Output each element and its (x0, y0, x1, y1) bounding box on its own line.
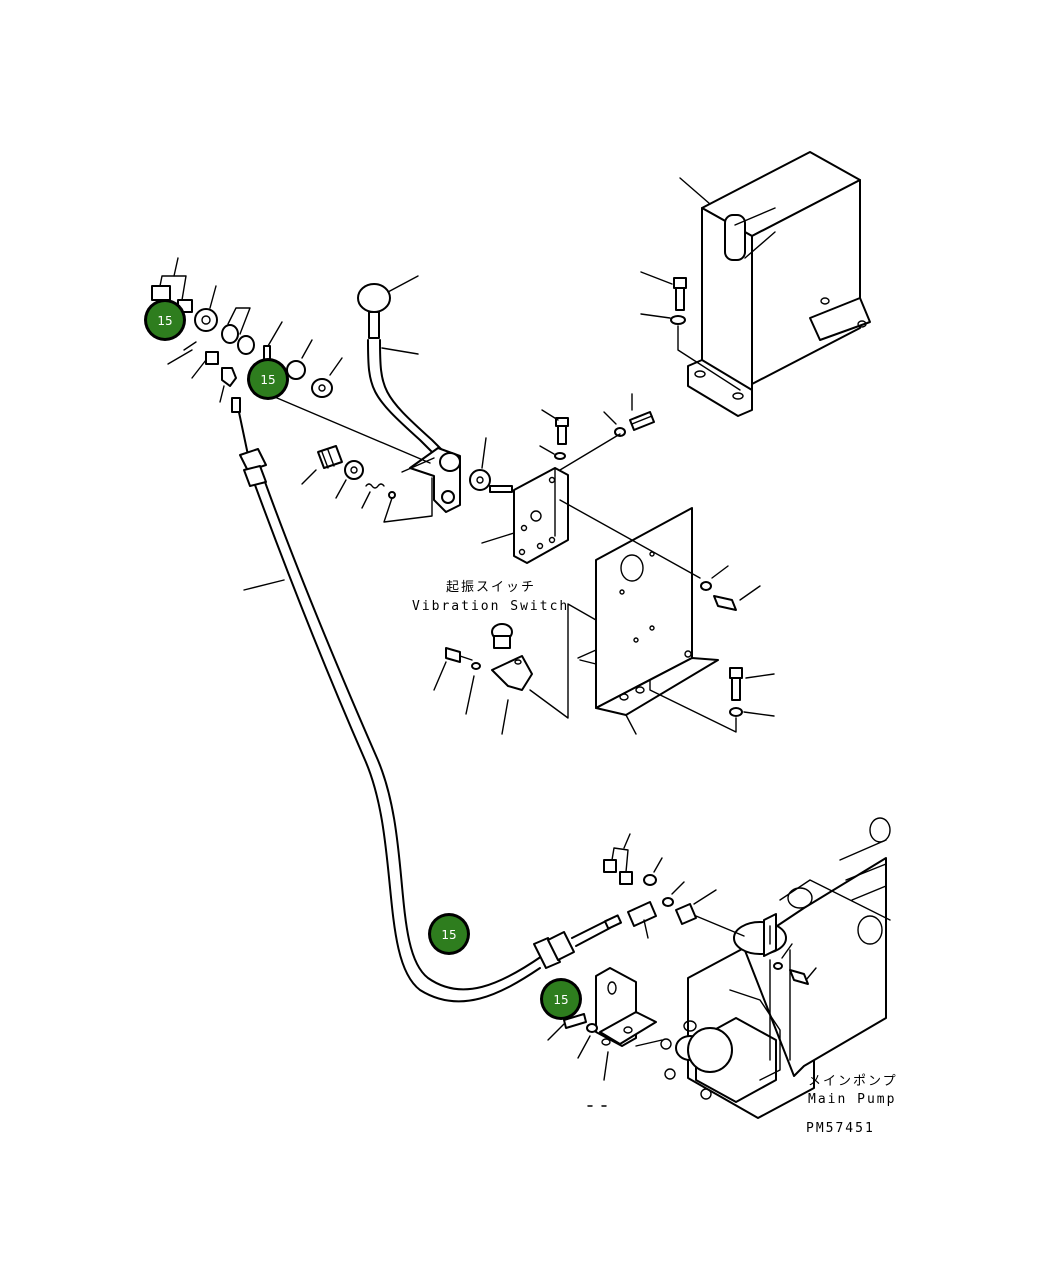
vibration-switch-label-jp: 起振スイッチ (446, 580, 536, 595)
callout-marker-15-nut[interactable]: 15 (144, 299, 186, 341)
control-cable (231, 397, 623, 1003)
cable-end-parts (603, 833, 745, 939)
vibration-switch-label: 起振スイッチ Vibration Switch (412, 580, 569, 614)
callout-marker-15-bracket[interactable]: 15 (540, 978, 582, 1020)
lever-assembly (151, 257, 461, 513)
switch-plate (469, 393, 655, 564)
lever-pivot-parts (301, 445, 433, 523)
callout-number: 15 (553, 993, 568, 1007)
drawing-code: PM57451 (806, 1121, 875, 1136)
callout-number: 15 (260, 373, 275, 387)
cover-bracket (679, 151, 871, 417)
vibration-switch-label-en: Vibration Switch (412, 599, 569, 614)
l-bracket (559, 499, 775, 735)
cover-bolt (640, 271, 741, 391)
callout-marker-15-cable[interactable]: 15 (428, 913, 470, 955)
cable-bracket (547, 967, 663, 1107)
callout-marker-15-lever[interactable]: 15 (247, 358, 289, 400)
switch-bracket (433, 603, 597, 735)
callout-number: 15 (157, 314, 172, 328)
main-pump-label: メインポンプ Main Pump (808, 1074, 898, 1107)
main-pump-label-jp: メインポンプ (808, 1074, 898, 1089)
main-pump (660, 817, 891, 1119)
callout-number: 15 (441, 928, 456, 942)
main-pump-label-en: Main Pump (808, 1092, 896, 1107)
